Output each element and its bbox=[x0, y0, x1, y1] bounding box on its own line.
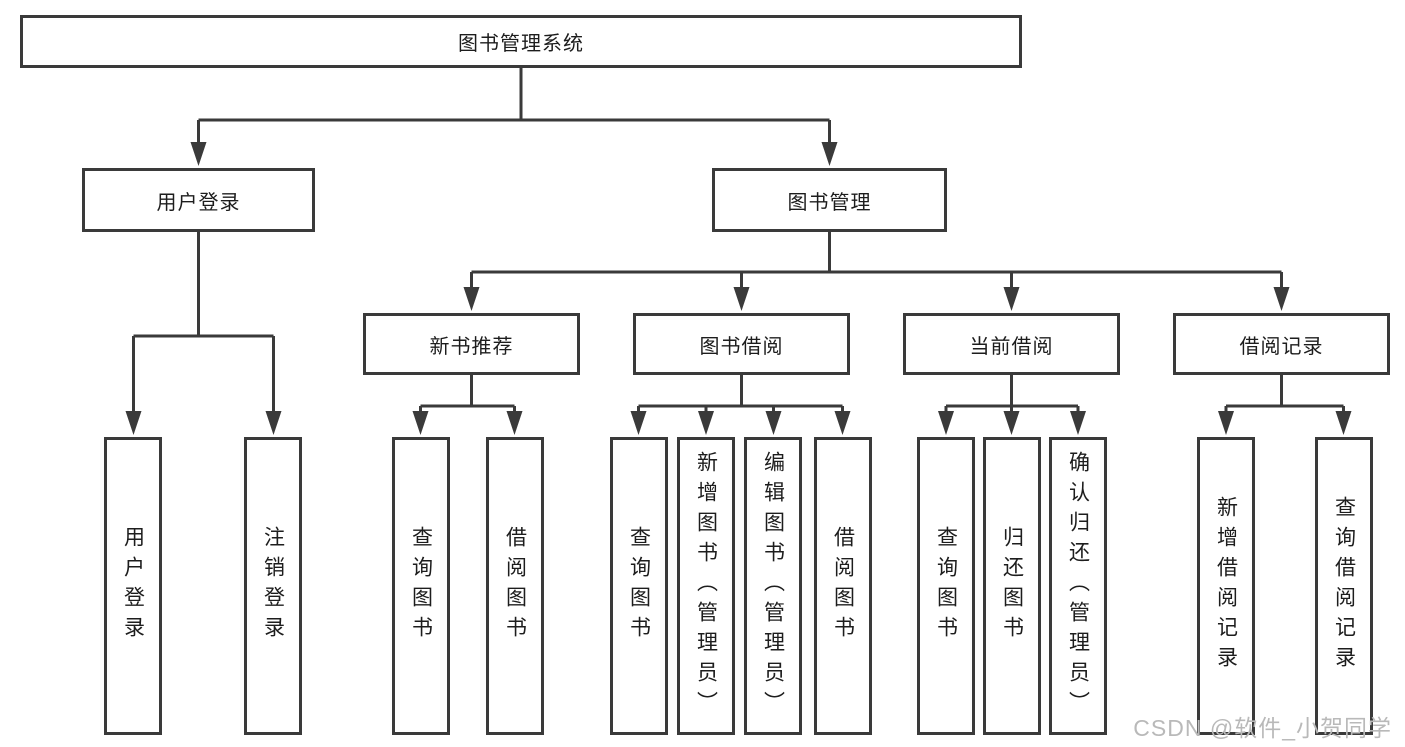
leaf-label: 确认归还（管理员） bbox=[1066, 451, 1090, 721]
arrowhead-icons bbox=[125, 142, 1352, 435]
node-book-management: 图书管理 bbox=[712, 168, 947, 232]
leaf-logout: 注销登录 bbox=[244, 437, 302, 735]
node-borrow-records: 借阅记录 bbox=[1173, 313, 1390, 375]
leaf-borrow-books: 借阅图书 bbox=[814, 437, 872, 735]
leaf-label: 编辑图书（管理员） bbox=[761, 451, 785, 721]
leaf-label: 查询图书 bbox=[409, 526, 433, 646]
watermark: CSDN @软件_小贺同学 bbox=[1133, 715, 1392, 741]
leaf-confirm-return-admin: 确认归还（管理员） bbox=[1049, 437, 1107, 735]
leaf-query-borrow-record: 查询借阅记录 bbox=[1315, 437, 1373, 735]
node-label: 借阅记录 bbox=[1239, 335, 1324, 358]
node-current-borrow: 当前借阅 bbox=[903, 313, 1120, 375]
leaf-query-books: 查询图书 bbox=[610, 437, 668, 735]
leaf-label: 借阅图书 bbox=[503, 526, 527, 646]
leaf-query-books: 查询图书 bbox=[392, 437, 450, 735]
node-new-book-recommend: 新书推荐 bbox=[363, 313, 580, 375]
leaf-user-login: 用户登录 bbox=[104, 437, 162, 735]
leaf-label: 新增借阅记录 bbox=[1214, 496, 1238, 676]
leaf-label: 新增图书（管理员） bbox=[694, 451, 718, 721]
leaf-return-books: 归还图书 bbox=[983, 437, 1041, 735]
leaf-label: 注销登录 bbox=[261, 526, 285, 646]
leaf-edit-books-admin: 编辑图书（管理员） bbox=[744, 437, 802, 735]
leaf-label: 用户登录 bbox=[121, 526, 145, 646]
connector-edges bbox=[132, 66, 1345, 415]
leaf-add-books-admin: 新增图书（管理员） bbox=[677, 437, 735, 735]
node-label: 图书借阅 bbox=[699, 335, 784, 358]
node-library-system: 图书管理系统 bbox=[20, 15, 1022, 68]
node-label: 当前借阅 bbox=[969, 335, 1054, 358]
node-label: 用户登录 bbox=[156, 191, 241, 214]
leaf-borrow-books: 借阅图书 bbox=[486, 437, 544, 735]
node-label: 图书管理系统 bbox=[458, 33, 584, 55]
leaf-add-borrow-record: 新增借阅记录 bbox=[1197, 437, 1255, 735]
leaf-label: 借阅图书 bbox=[831, 526, 855, 646]
node-book-borrow: 图书借阅 bbox=[633, 313, 850, 375]
node-user-login: 用户登录 bbox=[82, 168, 315, 232]
node-label: 图书管理 bbox=[787, 191, 872, 214]
leaf-label: 查询图书 bbox=[627, 526, 651, 646]
leaf-label: 查询借阅记录 bbox=[1332, 496, 1356, 676]
leaf-query-books: 查询图书 bbox=[917, 437, 975, 735]
leaf-label: 查询图书 bbox=[934, 526, 958, 646]
leaf-label: 归还图书 bbox=[1000, 526, 1024, 646]
node-label: 新书推荐 bbox=[429, 335, 514, 358]
